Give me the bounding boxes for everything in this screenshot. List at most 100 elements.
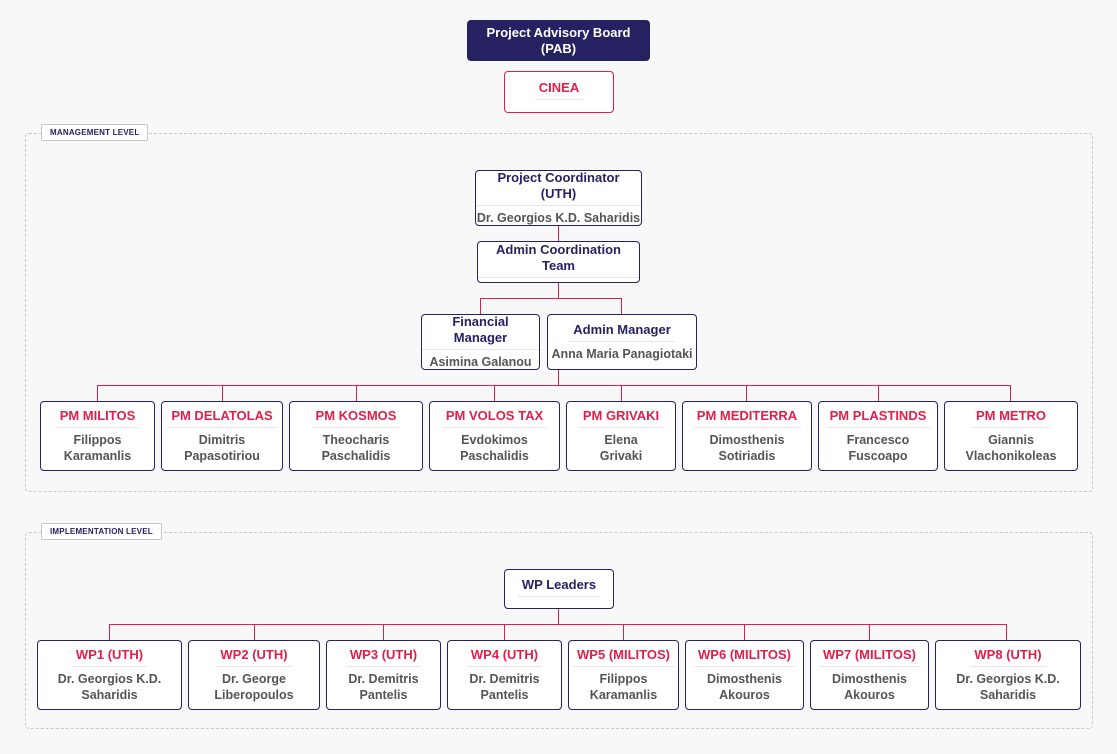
pm-title: PM VOLOS TAX	[441, 408, 548, 428]
wp-title: WP7 (MILITOS)	[819, 647, 920, 667]
connector	[744, 624, 745, 640]
connector	[222, 385, 223, 401]
connector	[494, 385, 495, 401]
pm-name-line2: Fuscoapo	[848, 449, 908, 463]
admin-manager-box: Admin Manager Anna Maria Panagiotaki	[547, 314, 697, 370]
connector	[254, 624, 255, 640]
wp-title: WP1 (UTH)	[71, 647, 148, 667]
connector	[97, 385, 98, 401]
connector	[480, 298, 622, 299]
cinea-box: CINEA	[504, 71, 614, 113]
pm-name-line1: Filippos	[73, 433, 122, 447]
financial-manager-title: Financial Manager	[422, 314, 539, 350]
wp3-box: WP3 (UTH) Dr. Demitris Pantelis	[326, 640, 441, 710]
wp-name-line2: Liberopoulos	[214, 688, 294, 702]
connector	[504, 624, 505, 640]
project-coordinator-title: Project Coordinator (UTH)	[476, 170, 641, 206]
wp-title: WP3 (UTH)	[345, 647, 422, 667]
wp-title: WP2 (UTH)	[216, 647, 292, 667]
connector	[1010, 385, 1011, 401]
wp5-box: WP5 (MILITOS) Filippos Karamanlis	[568, 640, 679, 710]
pm-name-line2: Sotiriadis	[718, 449, 776, 463]
pm-title: PM MEDITERRA	[692, 408, 802, 428]
pm-name-line2: Karamanlis	[63, 449, 132, 463]
project-coordinator-box: Project Coordinator (UTH) Dr. Georgios K…	[475, 170, 642, 226]
wp-name-line2: Akouros	[719, 688, 770, 702]
project-advisory-board-box: Project Advisory Board (PAB)	[467, 20, 650, 61]
project-coordinator-name: Dr. Georgios K.D. Saharidis	[476, 211, 641, 225]
pm-name-line1: Theocharis	[322, 433, 390, 447]
management-level-section	[25, 133, 1093, 492]
connector	[558, 370, 559, 385]
wp-title: WP4 (UTH)	[466, 647, 543, 667]
wp-name-line2: Pantelis	[480, 688, 529, 702]
admin-coordination-team-box: Admin Coordination Team	[477, 241, 640, 283]
connector	[621, 298, 622, 314]
wp-name-line2: Saharidis	[81, 688, 138, 702]
admin-coordination-team-label: Admin Coordination Team	[478, 242, 639, 278]
wp-name-line1: Dr. Demitris	[469, 672, 540, 686]
connector	[109, 624, 1007, 625]
pm-name-line1: Elena	[604, 433, 638, 447]
pm-name-line2: Papasotiriou	[184, 449, 260, 463]
pm-title: PM KOSMOS	[311, 408, 401, 428]
cinea-label: CINEA	[534, 80, 584, 100]
wp-name-line1: Dr. Demitris	[348, 672, 419, 686]
financial-manager-box: Financial Manager Asimina Galanou	[421, 314, 540, 370]
pm-name-line1: Evdokimos	[461, 433, 528, 447]
pm-name-line2: Paschalidis	[321, 449, 391, 463]
connector	[97, 385, 1011, 386]
wp-name-line2: Karamanlis	[589, 688, 658, 702]
wp-name-line1: Dimosthenis	[831, 672, 907, 686]
pm-volos-tax-box: PM VOLOS TAX Evdokimos Paschalidis	[429, 401, 560, 471]
wp-title: WP5 (MILITOS)	[573, 647, 674, 667]
admin-manager-title: Admin Manager	[569, 322, 675, 342]
pm-title: PM MILITOS	[55, 408, 140, 428]
pm-kosmos-box: PM KOSMOS Theocharis Paschalidis	[289, 401, 423, 471]
pm-militos-box: PM MILITOS Filippos Karamanlis	[40, 401, 155, 471]
pm-delatolas-box: PM DELATOLAS Dimitris Papasotiriou	[161, 401, 283, 471]
connector	[621, 385, 622, 401]
pm-grivaki-box: PM GRIVAKI Elena Grivaki	[566, 401, 676, 471]
wp-name-line1: Dr. George	[222, 672, 286, 686]
pm-name-line2: Grivaki	[599, 449, 643, 463]
wp-name-line2: Saharidis	[979, 688, 1037, 702]
connector	[1006, 624, 1007, 640]
pm-name-line1: Dimosthenis	[709, 433, 785, 447]
admin-manager-name: Anna Maria Panagiotaki	[551, 347, 693, 361]
wp7-box: WP7 (MILITOS) Dimosthenis Akouros	[810, 640, 929, 710]
connector	[558, 609, 559, 624]
wp-name-line1: Filippos	[599, 672, 648, 686]
wp8-box: WP8 (UTH) Dr. Georgios K.D. Saharidis	[935, 640, 1081, 710]
wp-name-line1: Dimosthenis	[706, 672, 782, 686]
connector	[383, 624, 384, 640]
wp-leaders-label: WP Leaders	[517, 577, 601, 597]
wp-name-line1: Dr. Georgios K.D.	[57, 672, 162, 686]
pm-name-line1: Giannis	[988, 433, 1034, 447]
connector	[480, 298, 481, 314]
connector	[878, 385, 879, 401]
wp1-box: WP1 (UTH) Dr. Georgios K.D. Saharidis	[37, 640, 182, 710]
pm-name-line2: Vlachonikoleas	[965, 449, 1057, 463]
wp4-box: WP4 (UTH) Dr. Demitris Pantelis	[447, 640, 562, 710]
pm-plastinds-box: PM PLASTINDS Francesco Fuscoapo	[818, 401, 938, 471]
pm-title: PM DELATOLAS	[167, 408, 277, 428]
connector	[746, 385, 747, 401]
pm-title: PM GRIVAKI	[578, 408, 664, 428]
pm-name-line1: Dimitris	[198, 433, 246, 447]
implementation-level-label: IMPLEMENTATION LEVEL	[41, 523, 162, 540]
wp-name-line1: Dr. Georgios K.D.	[956, 672, 1060, 686]
connector	[869, 624, 870, 640]
pm-title: PM METRO	[971, 408, 1051, 428]
wp-name-line2: Akouros	[844, 688, 895, 702]
connector	[558, 226, 559, 241]
pm-metro-box: PM METRO Giannis Vlachonikoleas	[944, 401, 1078, 471]
wp-title: WP8 (UTH)	[970, 647, 1046, 667]
pm-title: PM PLASTINDS	[825, 408, 931, 428]
pm-name-line2: Paschalidis	[460, 449, 529, 463]
pm-mediterra-box: PM MEDITERRA Dimosthenis Sotiriadis	[682, 401, 812, 471]
management-level-label: MANAGEMENT LEVEL	[41, 124, 149, 141]
connector	[623, 624, 624, 640]
wp-title: WP6 (MILITOS)	[694, 647, 795, 667]
wp2-box: WP2 (UTH) Dr. George Liberopoulos	[188, 640, 320, 710]
